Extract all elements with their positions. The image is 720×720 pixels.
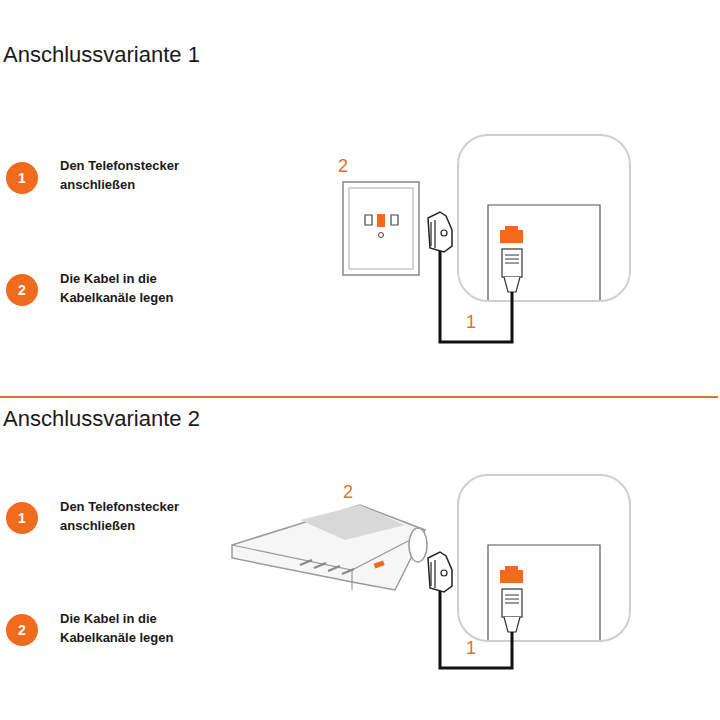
step-circle: 1 xyxy=(6,162,38,194)
step-text: Den Telefonstecker anschließen xyxy=(60,497,200,535)
step-text: Die Kabel in die Kabelkanäle legen xyxy=(60,269,200,307)
wall-socket xyxy=(343,182,419,275)
step-circle: 2 xyxy=(6,614,38,646)
cable xyxy=(440,591,512,668)
step-text: Den Telefonstecker anschließen xyxy=(60,156,200,194)
section-heading: Anschlussvariante 1 xyxy=(3,42,200,68)
section-heading: Anschlussvariante 2 xyxy=(3,406,200,432)
step-number: 2 xyxy=(18,622,26,638)
step-text: Die Kabel in die Kabelkanäle legen xyxy=(60,609,200,647)
callout-number: 2 xyxy=(343,482,353,503)
step-number: 2 xyxy=(18,282,26,298)
cable xyxy=(440,251,512,342)
router xyxy=(232,505,427,590)
step-number: 1 xyxy=(18,170,26,186)
callout-number: 1 xyxy=(466,638,476,659)
callout-number: 2 xyxy=(338,156,348,177)
callout-number: 1 xyxy=(466,312,476,333)
step-circle: 2 xyxy=(6,274,38,306)
step-circle: 1 xyxy=(6,502,38,534)
divider xyxy=(0,396,718,398)
step-number: 1 xyxy=(18,510,26,526)
